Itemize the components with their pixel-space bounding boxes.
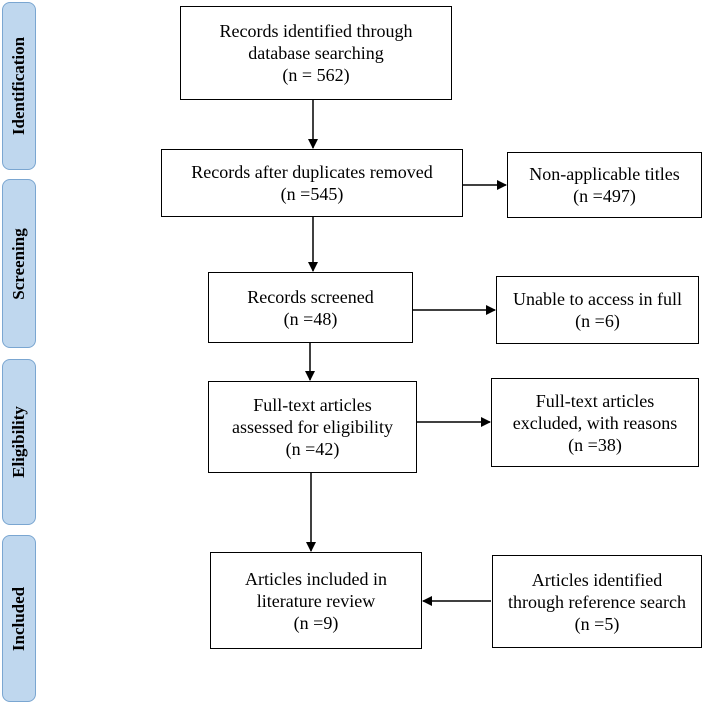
articles-included-box: Articles included in literature review (…: [210, 552, 422, 649]
non-applicable-titles-count: (n =497): [573, 186, 636, 206]
unable-to-access-box: Unable to access in full (n =6): [496, 276, 699, 344]
records-after-duplicates-count: (n =545): [280, 184, 344, 204]
phase-included: Included: [2, 535, 36, 702]
records-identified-count: (n = 562): [282, 65, 350, 85]
full-text-excluded-count: (n =38): [568, 434, 622, 455]
full-text-assessed-line-2: assessed for eligibility: [232, 417, 393, 437]
phase-screening: Screening: [2, 179, 36, 348]
full-text-assessed-count: (n =42): [285, 439, 340, 459]
reference-search-count: (n =5): [574, 613, 620, 634]
unable-to-access-count: (n =6): [575, 311, 620, 331]
records-identified-line-2: database searching: [248, 43, 384, 63]
reference-search-line-1: Articles identified: [531, 569, 663, 590]
reference-search-box: Articles identified through reference se…: [492, 555, 702, 648]
records-after-duplicates-box: Records after duplicates removed (n =545…: [161, 149, 463, 217]
records-identified-line-1: Records identified through: [219, 21, 413, 41]
articles-included-count: (n =9): [293, 612, 339, 633]
non-applicable-titles-box: Non-applicable titles (n =497): [507, 152, 702, 218]
records-screened-box: Records screened (n =48): [208, 272, 413, 343]
full-text-assessed-box: Full-text articles assessed for eligibil…: [208, 381, 417, 473]
phase-identification: Identification: [2, 2, 36, 170]
articles-included-line-2: literature review: [256, 590, 376, 611]
full-text-excluded-line-2: excluded, with reasons: [512, 412, 678, 433]
records-identified-box: Records identified through database sear…: [180, 6, 452, 100]
reference-search-line-2: through reference search: [508, 591, 686, 612]
unable-to-access-line-1: Unable to access in full: [513, 289, 682, 309]
records-after-duplicates-line-1: Records after duplicates removed: [191, 162, 433, 182]
phase-eligibility: Eligibility: [2, 359, 36, 525]
non-applicable-titles-line-1: Non-applicable titles: [529, 164, 680, 184]
articles-included-line-1: Articles included in: [245, 568, 387, 589]
records-screened-count: (n =48): [283, 308, 338, 329]
full-text-excluded-box: Full-text articles excluded, with reason…: [491, 378, 699, 467]
records-screened-line-1: Records screened: [247, 286, 374, 307]
full-text-assessed-line-1: Full-text articles: [253, 395, 372, 415]
full-text-excluded-line-1: Full-text articles: [535, 390, 655, 411]
